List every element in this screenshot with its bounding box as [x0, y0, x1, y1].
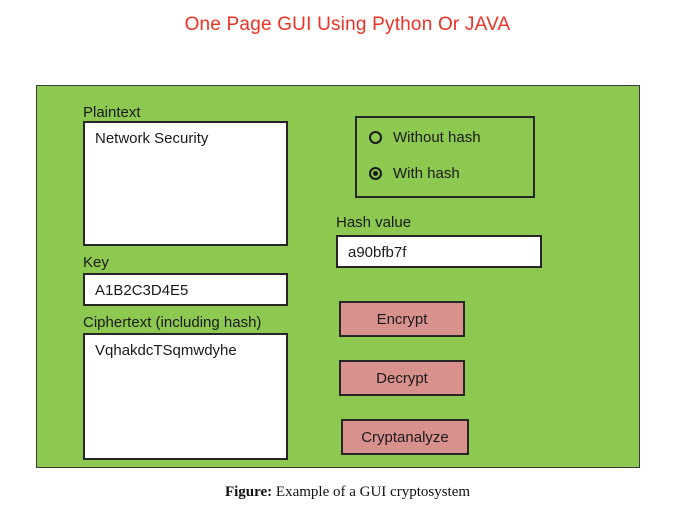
gui-panel: Plaintext Network Security Key A1B2C3D4E… — [36, 85, 640, 468]
decrypt-button[interactable]: Decrypt — [339, 360, 465, 396]
caption-text: Example of a GUI cryptosystem — [272, 484, 471, 500]
cryptanalyze-button[interactable]: Cryptanalyze — [341, 419, 469, 455]
radio-checked-icon — [369, 167, 382, 180]
page-title: One Page GUI Using Python Or JAVA — [184, 14, 511, 35]
key-input[interactable]: A1B2C3D4E5 — [83, 273, 288, 306]
radio-unchecked-icon — [369, 131, 382, 144]
encrypt-button[interactable]: Encrypt — [339, 301, 465, 337]
hash-value-input[interactable]: a90bfb7f — [336, 235, 542, 268]
key-value: A1B2C3D4E5 — [95, 282, 189, 299]
radio-option-without-hash[interactable]: Without hash — [369, 129, 481, 146]
plaintext-value: Network Security — [95, 130, 209, 147]
plaintext-input[interactable]: Network Security — [83, 121, 288, 246]
radio-label-with-hash: With hash — [393, 165, 460, 182]
plaintext-label: Plaintext — [83, 104, 141, 121]
radio-label-without-hash: Without hash — [393, 129, 481, 146]
caption-lead: Figure: — [224, 484, 273, 500]
ciphertext-value: VqhakdcTSqmwdyhe — [95, 342, 237, 359]
ciphertext-label: Ciphertext (including hash) — [83, 314, 262, 331]
hash-value-label: Hash value — [336, 214, 412, 231]
radio-option-with-hash[interactable]: With hash — [369, 165, 460, 182]
ciphertext-input[interactable]: VqhakdcTSqmwdyhe — [83, 333, 288, 460]
key-label: Key — [83, 254, 109, 271]
figure-caption: Figure: Example of a GUI cryptosystem — [0, 484, 695, 501]
hash-mode-radio-group: Without hash With hash — [355, 116, 535, 198]
hash-value-text: a90bfb7f — [348, 244, 407, 261]
